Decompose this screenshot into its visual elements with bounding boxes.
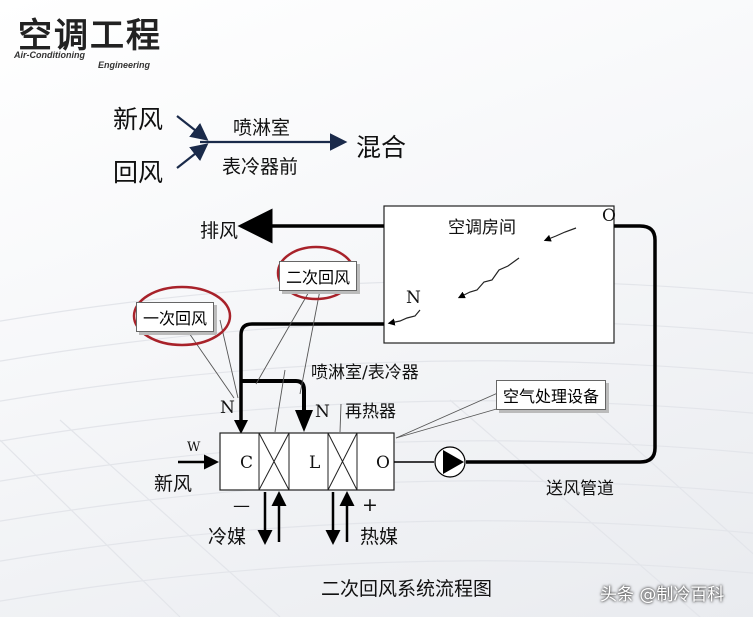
plus-sign: +: [362, 494, 378, 516]
supply-duct-label: 送风管道: [546, 479, 614, 499]
spray-cooler-label: 喷淋室/表冷器: [311, 363, 419, 383]
ahu-label: 空气处理设备: [496, 380, 607, 410]
logo-subtitle-right: Engineering: [98, 60, 151, 70]
return-duct: [239, 322, 384, 428]
room-box: [383, 205, 615, 344]
mixing-arrows: [176, 115, 348, 169]
point-n-left: N: [220, 398, 235, 418]
ahu-box: [219, 432, 395, 491]
mix-location-top: 喷淋室: [233, 117, 291, 139]
room-label: 空调房间: [448, 218, 516, 238]
supply-duct: [466, 224, 657, 464]
logo-title: 空调工程: [18, 16, 162, 56]
heat-medium-label: 热媒: [360, 526, 399, 548]
minus-sign: —: [233, 496, 250, 516]
mix-return-air: 回风: [113, 158, 164, 187]
point-o-out: O: [376, 453, 390, 473]
room-airflow: [387, 227, 577, 326]
inlet-fresh-air-label: 新风: [154, 473, 193, 495]
point-w: W: [187, 440, 201, 455]
first-return-label: 一次回风: [136, 302, 215, 332]
exhaust-label: 排风: [200, 220, 239, 242]
mix-fresh-air: 新风: [113, 105, 164, 134]
room-point-o: O: [602, 206, 616, 226]
point-l: L: [309, 453, 321, 473]
logo: 空调工程 Air-Conditioning Engineering: [14, 8, 174, 70]
reheater-label: 再热器: [345, 402, 396, 422]
mix-location-bottom: 表冷器前: [222, 156, 299, 178]
refrigerant-label: 冷媒: [208, 526, 247, 548]
first-return-highlight: [132, 285, 232, 347]
point-n-right: N: [315, 402, 330, 422]
second-return-label: 二次回风: [279, 261, 358, 291]
point-c: C: [240, 453, 254, 473]
mix-result: 混合: [356, 133, 407, 162]
logo-subtitle-left: Air-Conditioning: [14, 50, 85, 60]
diagram-title: 二次回风系统流程图: [321, 578, 493, 600]
watermark: 头条 @制冷百科: [600, 585, 725, 605]
room-point-n: N: [406, 288, 421, 308]
